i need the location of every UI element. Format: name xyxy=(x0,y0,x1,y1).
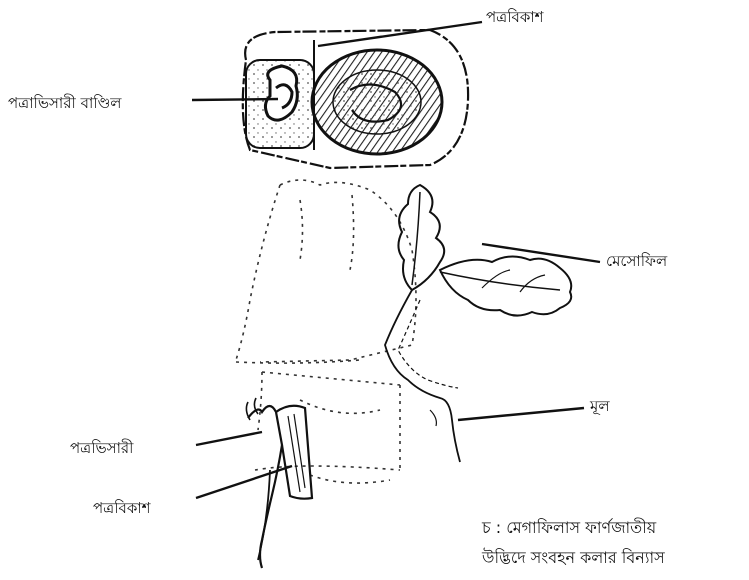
caption-line-1: চ : মেগাফিলাস ফার্ণজাতীয় xyxy=(482,513,665,543)
frond xyxy=(385,185,571,462)
trunk-body xyxy=(236,180,416,483)
caption-line-2: উদ্ভিদে সংবহন কলার বিন্যাস xyxy=(482,543,665,573)
figure-caption: চ : মেগাফিলাস ফার্ণজাতীয় উদ্ভিদে সংবহন … xyxy=(482,513,665,573)
label-leaf-trace-bundle: পত্রাভিসারী বাণ্ডিল xyxy=(8,92,121,117)
label-top-leaf-gap: পত্রবিকাশ xyxy=(486,6,544,31)
leader-bottom-leaf-gap xyxy=(196,466,292,498)
leader-leaf-trace xyxy=(196,432,262,445)
label-bottom-leaf-gap: পত্রবিকাশ xyxy=(93,497,151,522)
leaf-trace-gap-section xyxy=(246,398,312,568)
leader-top-leaf-gap xyxy=(318,22,482,46)
label-mesophyll: মেসোফিল xyxy=(606,250,667,275)
leader-leaf-trace-bundle xyxy=(192,99,278,100)
label-leaf-trace: পত্রভিসারী xyxy=(70,437,133,462)
label-root: মূল xyxy=(590,395,610,420)
leader-root xyxy=(458,408,584,420)
